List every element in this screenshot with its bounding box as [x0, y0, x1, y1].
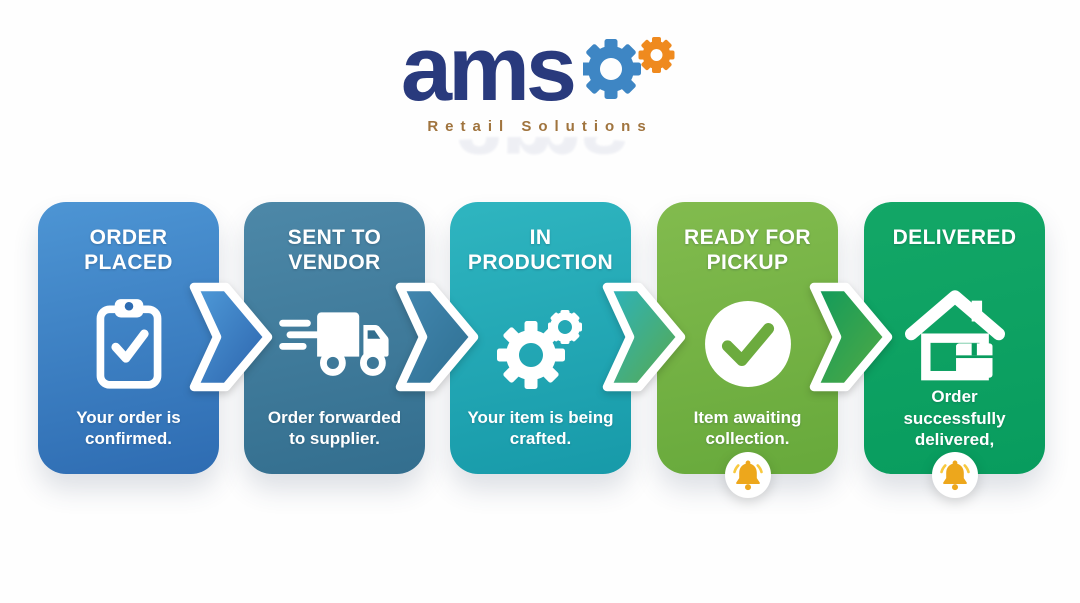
step-title: READY FOR PICKUP	[684, 226, 811, 274]
step-card: ORDER PLACED Your order is confirmed.	[38, 202, 219, 474]
flow-arrow	[395, 282, 479, 392]
step-description: Order successfully delivered,	[903, 387, 1006, 449]
logo: ams	[0, 18, 1080, 171]
step-card: SENT TO VENDOR Order forwarded to suppli…	[244, 202, 425, 474]
step-description: Your item is being crafted.	[467, 407, 614, 448]
step-card: DELIVERED Order successfully delivered,	[864, 202, 1045, 498]
flow-arrow	[189, 282, 273, 392]
brand-row: ams	[400, 18, 679, 120]
logo-gears-icon	[583, 37, 675, 99]
step-title: SENT TO VENDOR	[287, 226, 382, 274]
step-description: Item awaiting collection.	[693, 407, 802, 448]
house-package-icon	[904, 282, 1005, 386]
flow-arrow	[602, 282, 686, 392]
step-card: IN PRODUCTION	[450, 202, 631, 474]
step-title: IN PRODUCTION	[467, 226, 614, 274]
step-description: Order forwarded to supplier.	[267, 407, 402, 448]
clipboard-check-icon	[88, 282, 170, 406]
step-card: READY FOR PICKUP Item awaiting collectio…	[657, 202, 838, 498]
gears-icon	[491, 282, 591, 406]
brand-text: ams	[400, 18, 577, 120]
flow-arrow	[809, 282, 893, 392]
logo-reflection: ams	[0, 137, 1080, 171]
check-circle-icon	[703, 282, 793, 406]
step-title: DELIVERED	[892, 226, 1017, 249]
gear-small	[638, 37, 675, 73]
logo-tagline: Retail Solutions	[427, 118, 653, 135]
notification-bell-icon	[931, 451, 978, 498]
step-title: ORDER PLACED	[84, 226, 173, 274]
notification-bell-icon	[724, 451, 771, 498]
gear-large	[583, 39, 642, 99]
step-description: Your order is confirmed.	[76, 407, 181, 448]
delivery-truck-icon	[277, 282, 393, 406]
